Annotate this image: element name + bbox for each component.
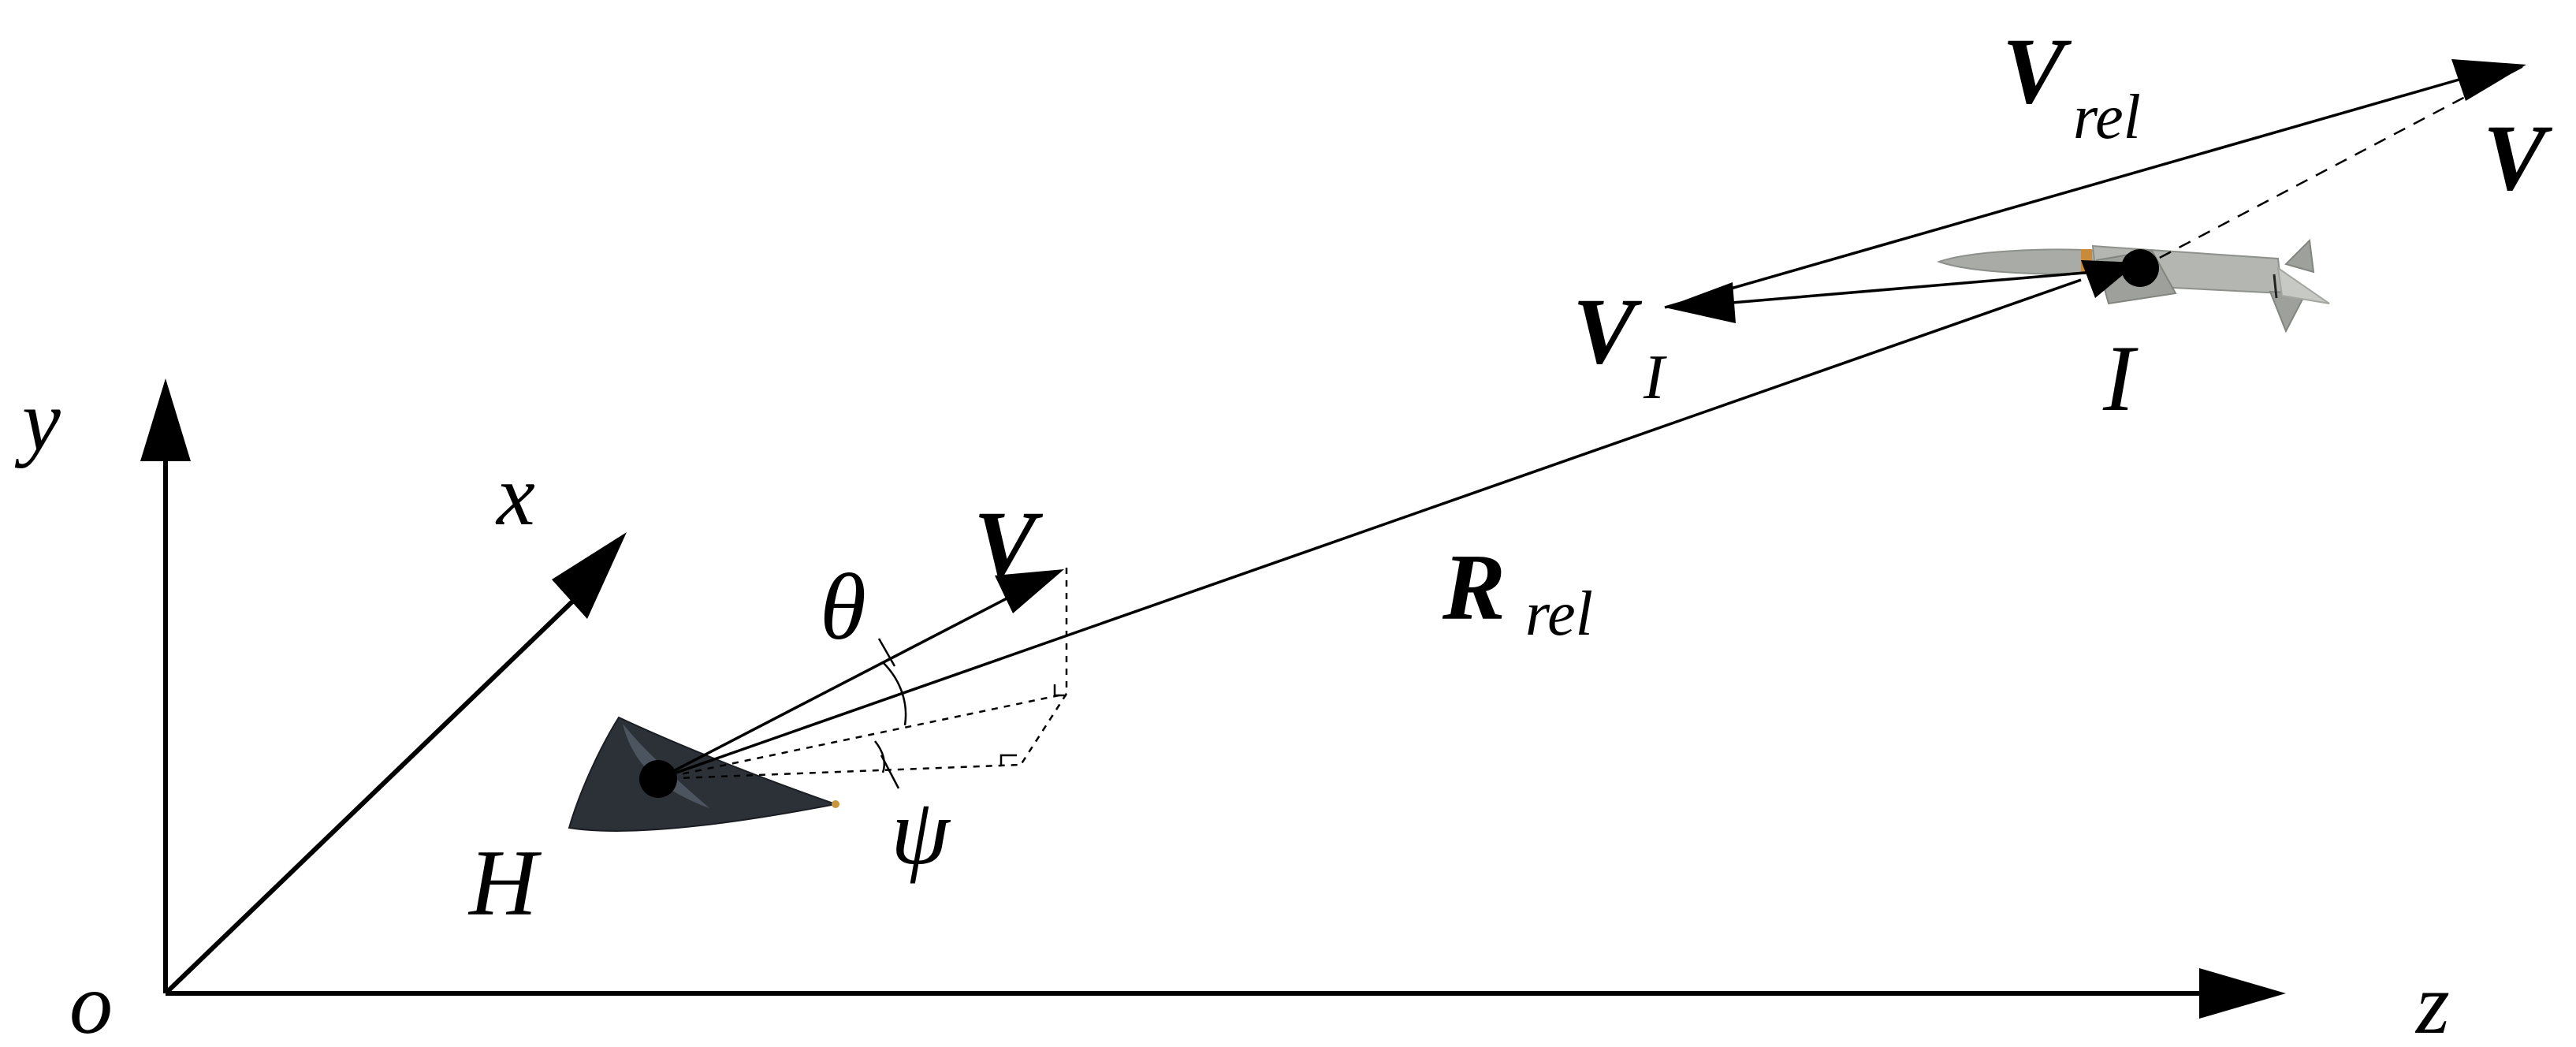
projection-diagonal bbox=[1019, 693, 1068, 766]
relative-range-label: R rel bbox=[1442, 535, 1593, 649]
relative-velocity-label-subscript: rel bbox=[2073, 83, 2141, 152]
y-axis-arrowhead bbox=[140, 378, 191, 461]
interceptor-velocity-label-main: V bbox=[1573, 278, 1643, 383]
z-axis-arrowhead bbox=[2199, 968, 2286, 1019]
projection-on-z bbox=[657, 763, 1022, 781]
interceptor-band-mark bbox=[2273, 274, 2278, 299]
hypersonic-vehicle-tip bbox=[832, 800, 839, 808]
right-angle-mark-upper bbox=[1053, 684, 1067, 697]
relative-velocity-label: V rel bbox=[2002, 18, 2141, 152]
interceptor-point bbox=[2121, 249, 2159, 287]
interceptor-velocity-label: V I bbox=[1573, 278, 1667, 412]
relative-range-label-main: R bbox=[1442, 535, 1506, 639]
hypersonic-vehicle-cone bbox=[568, 716, 839, 832]
hv-velocity-arrowhead bbox=[995, 569, 1064, 613]
x-axis-arrowhead bbox=[552, 532, 627, 619]
psi-label: ψ bbox=[891, 779, 951, 884]
interceptor-velocity-line bbox=[1722, 266, 2141, 305]
right-angle-mark-lower bbox=[1000, 754, 1017, 765]
theta-angle-arc bbox=[882, 661, 907, 726]
z-axis-label: z bbox=[2414, 956, 2450, 1047]
interceptor-velocity-arrowhead bbox=[1665, 282, 1736, 323]
y-axis-label: y bbox=[14, 372, 61, 468]
theta-label: θ bbox=[820, 554, 866, 659]
psi-leader-line bbox=[880, 755, 900, 789]
relative-velocity-label-main: V bbox=[2002, 18, 2072, 123]
hv-velocity-line bbox=[657, 594, 1014, 781]
interceptor-exhaust bbox=[2276, 266, 2330, 304]
x-axis bbox=[163, 581, 594, 996]
coordinate-axes bbox=[140, 378, 2286, 1019]
relative-range-line bbox=[657, 278, 2082, 781]
velocity-projection-guides bbox=[657, 568, 1068, 781]
hv-velocity-label: V bbox=[973, 491, 1044, 596]
hypersonic-vehicle-body bbox=[568, 716, 839, 832]
interceptor-nose bbox=[1936, 248, 2098, 275]
theta-leader-line bbox=[877, 638, 896, 667]
dashed-velocity-label: V bbox=[2483, 105, 2553, 210]
relative-range-label-subscript: rel bbox=[1525, 579, 1593, 649]
relative-velocity-line bbox=[1664, 76, 2468, 309]
interceptor-velocity-label-subscript: I bbox=[1643, 343, 1667, 412]
dashed-velocity-line bbox=[2139, 63, 2527, 270]
interceptor-label: I bbox=[2102, 326, 2139, 430]
origin-label: o bbox=[69, 956, 113, 1047]
interceptor-tail-fin-upper bbox=[2284, 238, 2315, 274]
hypersonic-vehicle-point bbox=[639, 760, 677, 798]
hypersonic-vehicle-label: H bbox=[467, 830, 542, 935]
x-axis-label: x bbox=[495, 447, 535, 543]
relative-velocity-arrowhead bbox=[2451, 59, 2526, 101]
